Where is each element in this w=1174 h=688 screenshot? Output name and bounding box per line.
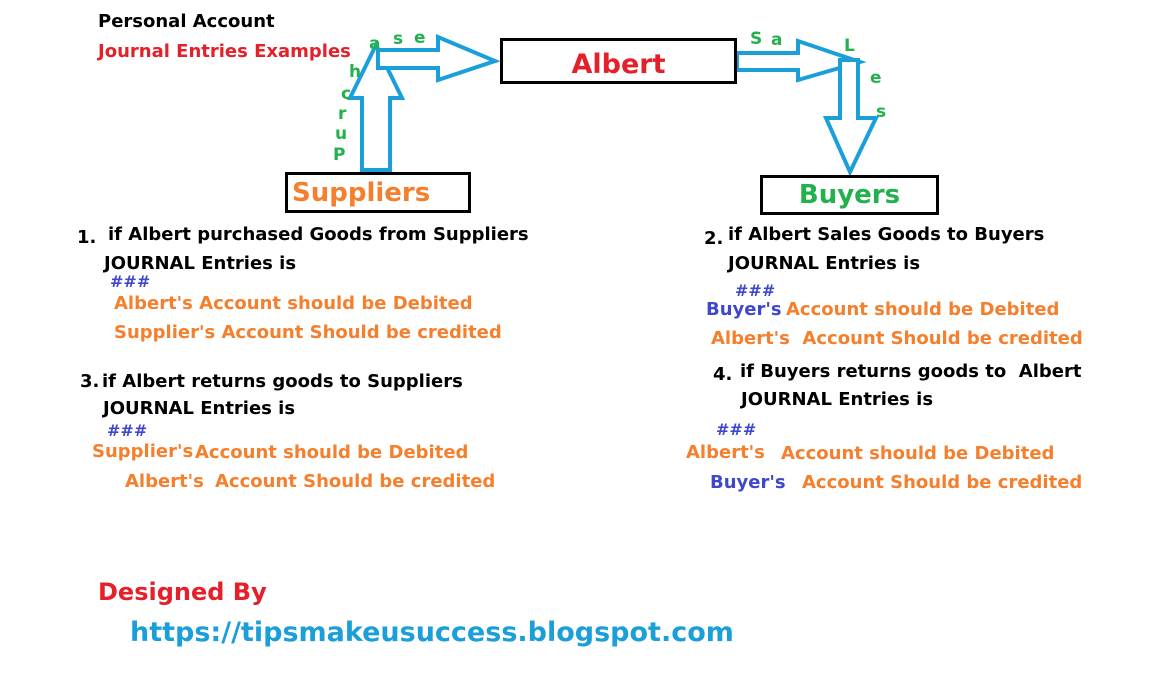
sales-letter: a	[771, 30, 783, 50]
purchase-letter: h	[349, 62, 362, 82]
entry-3-number: 3.	[80, 371, 100, 392]
entry-1-debit: Albert's Account should be Debited	[114, 293, 473, 314]
entry-4-line2: JOURNAL Entries is	[741, 389, 934, 410]
entry-3-credit: Account Should be credited	[215, 471, 496, 492]
entry-4-debit: Account should be Debited	[781, 443, 1055, 464]
entry-3-line2: JOURNAL Entries is	[103, 398, 296, 419]
entry-3-line1: if Albert returns goods to Suppliers	[102, 371, 463, 392]
entry-2-marker: ###	[735, 281, 776, 300]
entry-4-number: 4.	[713, 364, 733, 385]
purchase-letter: c	[341, 84, 352, 104]
purchase-letter: a	[369, 34, 381, 54]
sales-letter: s	[876, 102, 887, 122]
arrow-purchase-to-albert	[376, 33, 501, 83]
entry-3-debit-party: Supplier's	[92, 441, 194, 462]
entry-2-credit: Albert's Account Should be credited	[711, 328, 1083, 349]
entry-4-debit-party: Albert's	[686, 442, 765, 463]
entry-2-line1: if Albert Sales Goods to Buyers	[728, 224, 1045, 245]
sales-letter: L	[844, 36, 855, 56]
node-buyers-label: Buyers	[798, 180, 901, 210]
purchase-letter: e	[414, 28, 426, 48]
designed-by-label: Designed By	[98, 578, 267, 606]
entry-3-debit: Account should be Debited	[195, 442, 469, 463]
purchase-letter: P	[333, 145, 346, 165]
entry-3-credit-party: Albert's	[125, 471, 204, 492]
entry-1-credit: Supplier's Account Should be credited	[114, 322, 502, 343]
arrow-suppliers-up	[346, 40, 406, 172]
arrow-sales-down-buyers	[822, 58, 880, 177]
entry-4-credit: Account Should be credited	[802, 472, 1083, 493]
entry-2-debit-party: Buyer's	[706, 299, 782, 320]
node-albert-label: Albert	[571, 49, 666, 80]
entry-4-line1: if Buyers returns goods to Albert	[740, 361, 1082, 382]
entry-1-line1: if Albert purchased Goods from Suppliers	[108, 224, 529, 245]
page-title: Personal Account	[98, 11, 275, 32]
node-buyers: Buyers	[760, 175, 939, 215]
entry-1-number: 1.	[77, 227, 97, 248]
arrow-albert-to-sales	[735, 38, 867, 83]
purchase-letter: r	[338, 104, 347, 124]
entry-3-marker: ###	[107, 421, 148, 440]
sales-letter: e	[870, 68, 882, 88]
node-suppliers-label: Suppliers	[292, 178, 431, 208]
node-albert: Albert	[500, 38, 737, 84]
blog-url-link[interactable]: https://tipsmakeusuccess.blogspot.com	[130, 617, 734, 648]
entry-2-line2: JOURNAL Entries is	[728, 253, 921, 274]
entry-1-marker: ###	[110, 272, 151, 291]
node-suppliers: Suppliers	[285, 172, 471, 213]
page-subtitle: Journal Entries Examples	[98, 41, 351, 62]
entry-4-credit-party: Buyer's	[710, 472, 786, 493]
entry-1-line2: JOURNAL Entries is	[104, 253, 297, 274]
entry-2-number: 2.	[704, 228, 724, 249]
sales-letter: S	[750, 29, 763, 49]
entry-4-marker: ###	[716, 420, 757, 439]
purchase-letter: u	[335, 124, 348, 144]
entry-2-debit: Account should be Debited	[786, 299, 1060, 320]
purchase-letter: s	[393, 29, 404, 49]
